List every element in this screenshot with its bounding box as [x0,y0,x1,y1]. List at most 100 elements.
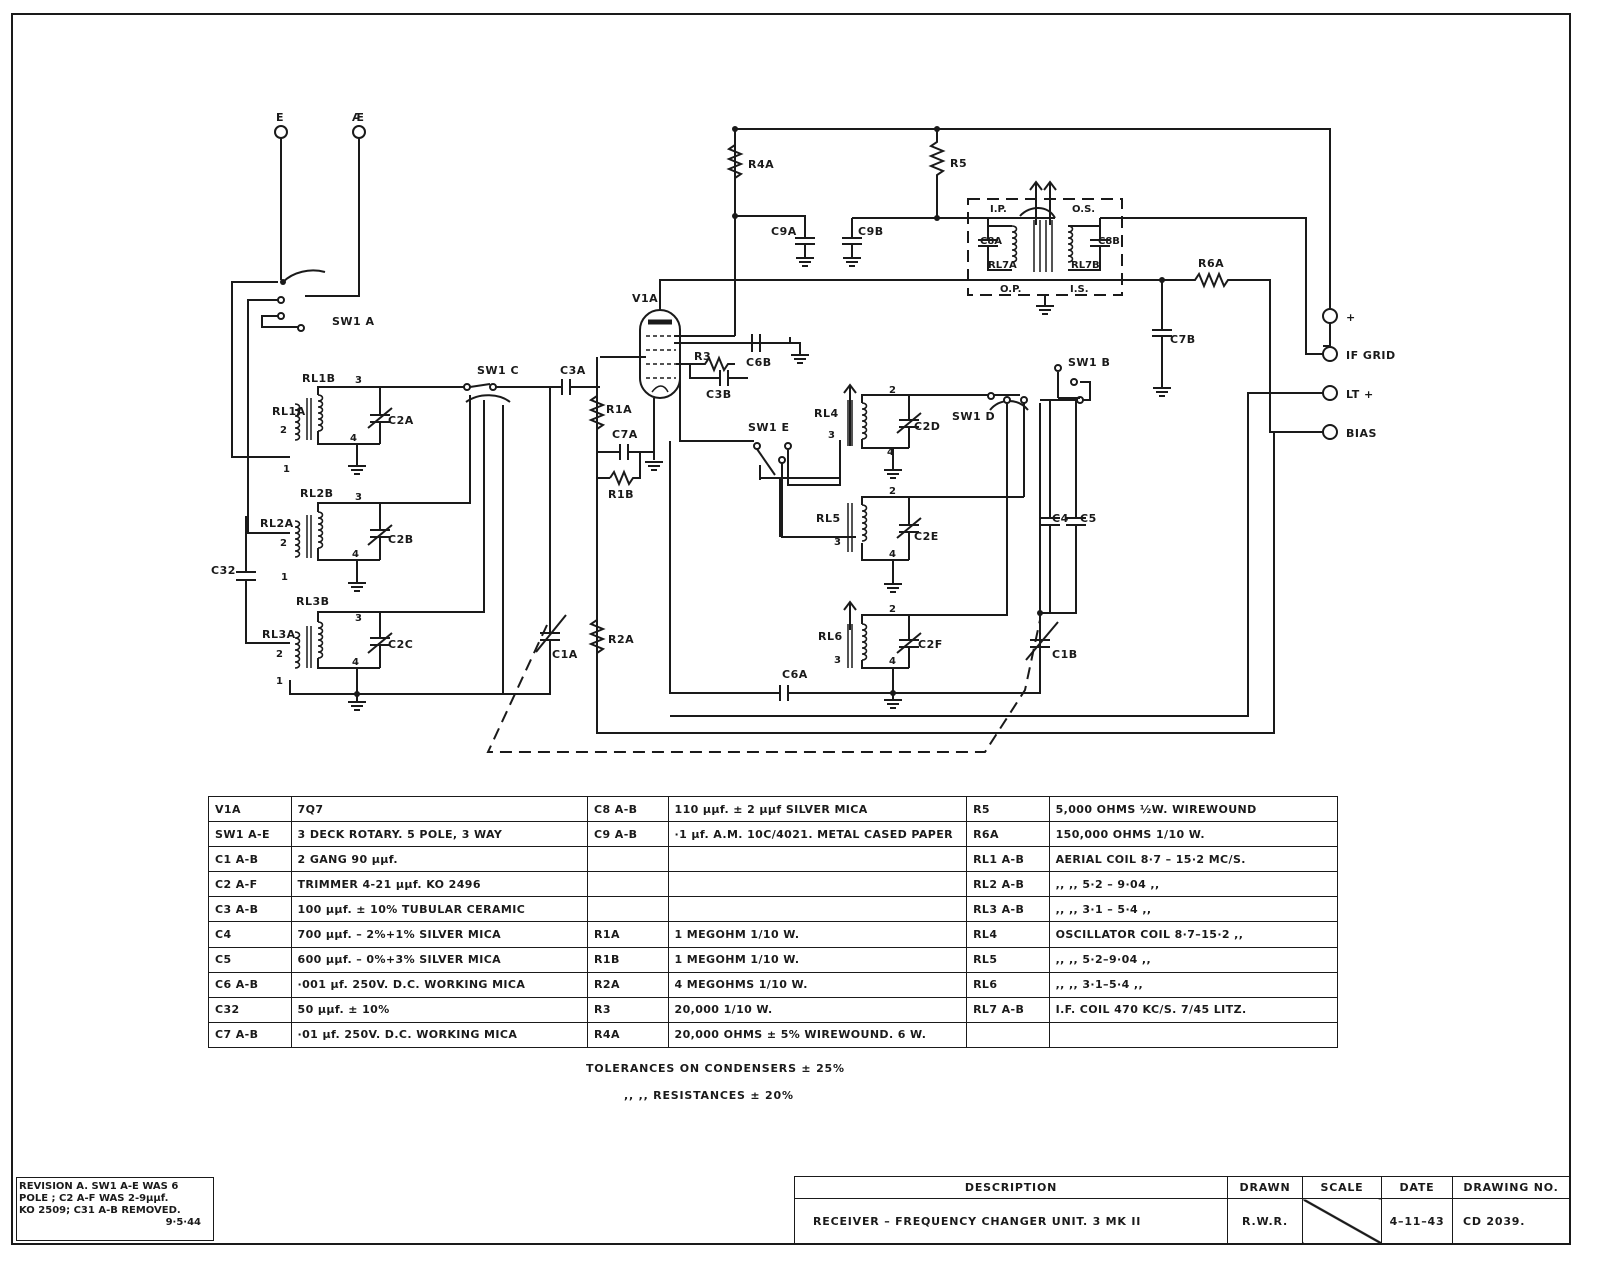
r2a-label: R2A [608,633,634,646]
parts-cell: 700 μμf. – 2%+1% SILVER MICA [290,921,589,948]
pin-label: 4 [889,656,896,667]
parts-cell [667,871,968,898]
parts-cell: 1 MEGOHM 1/10 W. [667,921,968,948]
c2c-trimmer [367,612,393,668]
c1a-label: C1A [552,648,578,661]
slug-tuning-arrows [1029,180,1057,225]
c4-label: C4 [1052,512,1069,525]
c2b-trimmer [367,503,393,560]
rl7b-label: RL7B [1071,260,1100,271]
pin-label: 3 [355,375,362,386]
scale-value [1302,1198,1382,1244]
c2e-label: C2E [914,530,939,543]
parts-cell: 5,000 OHMS ½W. WIREWOUND [1048,795,1339,823]
parts-cell: ·001 μf. 250V. D.C. WORKING MICA [290,971,589,998]
parts-cell: ,, ,, 3·1 – 5·4 ,, [1048,896,1339,923]
c5-capacitor [1050,400,1086,614]
parts-cell: 3 DECK ROTARY. 5 POLE, 3 WAY [290,821,589,848]
drawing-no-value: CD 2039. [1452,1198,1570,1244]
r3-label: R3 [694,350,711,363]
pin-label: 2 [889,385,896,396]
parts-cell: RL7 A-B [966,996,1050,1023]
parts-cell: R4A [587,1021,669,1049]
v1a-label: V1A [632,292,658,305]
sw1e-blade [756,448,776,476]
scale-header: SCALE [1302,1176,1382,1199]
parts-cell: ·1 μf. A.M. 10C/4021. METAL CASED PAPER [667,821,968,848]
sw1b-label: SW1 B [1068,356,1110,369]
pin-label: 3 [834,537,841,548]
r4a-label: R4A [748,158,774,171]
parts-cell: R1B [587,946,669,973]
revision-line: KO 2509; C31 A-B REMOVED. [19,1205,181,1216]
pin-label: 4 [350,433,357,444]
parts-cell: RL6 [966,971,1050,998]
parts-cell: 110 μμf. ± 2 μμf SILVER MICA [667,795,968,823]
drawing-no-header: DRAWING NO. [1452,1176,1570,1199]
r1b-resistor [609,452,641,487]
c2e-trimmer [896,497,922,560]
title-block: DESCRIPTION DRAWN SCALE DATE DRAWING NO.… [794,1176,1570,1244]
c3b-label: C3B [706,388,732,401]
rl1a-label: RL1A [272,405,306,418]
parts-cell: V1A [208,795,292,823]
parts-cell: 20,000 1/10 W. [667,996,968,1023]
c8a-capacitor [978,218,1012,271]
r6a-label: R6A [1198,257,1224,270]
pin-label: 4 [352,657,359,668]
parts-cell: ,, ,, 5·2–9·04 ,, [1048,946,1339,973]
c9b-label: C9B [858,225,884,238]
rl7a-label: RL7A [988,260,1017,271]
pin-label: 3 [828,430,835,441]
op-label: O.P. [1000,284,1021,295]
pin-label: 3 [355,613,362,624]
if-grid-terminal-label: IF GRID [1346,349,1396,362]
sw1a-wiper [282,269,326,283]
c7a-label: C7A [612,428,638,441]
revision-line: REVISION A. SW1 A-E WAS 6 [19,1181,179,1192]
pin-label: 3 [834,655,841,666]
if-grid-terminal [1322,346,1338,362]
parts-cell: 20,000 OHMS ± 5% WIREWOUND. 6 W. [667,1021,968,1049]
parts-cell: C9 A-B [587,821,669,848]
c2a-label: C2A [388,414,414,427]
parts-cell [587,896,669,923]
sw1d-label: SW1 D [952,410,995,423]
r1a-label: R1A [606,403,632,416]
parts-cell [1048,1021,1339,1049]
lt-plus-terminal [1322,385,1338,401]
earth-terminal [274,125,288,139]
tolerance-note-condensers: TOLERANCES ON CONDENSERS ± 25% [586,1062,845,1075]
parts-cell: C3 A-B [208,896,292,923]
r5-label: R5 [950,157,967,170]
parts-cell: RL2 A-B [966,871,1050,898]
c4-capacitor [1040,400,1060,614]
rl2b-label: RL2B [300,487,334,500]
parts-cell: R6A [966,821,1050,848]
c5-label: C5 [1080,512,1097,525]
c1b-capacitor [1025,613,1059,693]
parts-cell [966,1021,1050,1049]
r3-resistor [690,355,735,373]
bias-terminal-label: BIAS [1346,427,1377,440]
parts-cell: RL1 A-B [966,846,1050,873]
gang-link [486,619,1041,753]
plus-terminal [1322,308,1338,324]
parts-cell: C6 A-B [208,971,292,998]
c3a-label: C3A [560,364,586,377]
c32-label: C32 [211,564,236,577]
parts-cell: ·01 μf. 250V. D.C. WORKING MICA [290,1021,589,1049]
description-header: DESCRIPTION [794,1176,1228,1199]
c6a-label: C6A [782,668,808,681]
r2a-resistor [588,478,606,733]
rl1b-label: RL1B [302,372,336,385]
date-value: 4–11–43 [1381,1198,1453,1244]
pin-label: 2 [889,604,896,615]
parts-cell: R5 [966,795,1050,823]
parts-cell [667,846,968,873]
